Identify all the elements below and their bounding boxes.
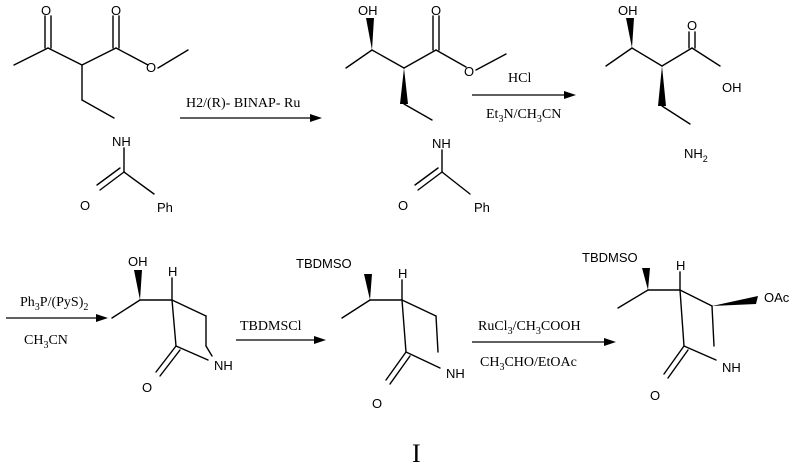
compound-4-azetidinone: OH H NH O	[111, 254, 233, 395]
atom-o: O	[111, 3, 121, 18]
compound-3-aminoacid: OH O OH NH2	[605, 3, 742, 164]
atom-oh: OH	[128, 254, 148, 269]
atom-tbdmso: TBDMSO	[582, 250, 638, 265]
reaction-arrow-2: HCl Et3N/CH3CN	[472, 71, 576, 125]
compound-1-ketoester: O O O NH O Ph	[13, 3, 189, 215]
atom-nh: NH	[722, 360, 741, 375]
atom-oac: OAc	[764, 290, 790, 305]
atom-oh: OH	[358, 3, 378, 18]
reagent-oxidant: RuCl3/CH3COOH	[478, 319, 581, 337]
atom-h: H	[168, 264, 177, 279]
atom-h: H	[676, 258, 685, 273]
compound-2-hydroxyester: OH O O NH O Ph	[345, 3, 507, 215]
atom-o: O	[146, 60, 156, 75]
atom-oh: OH	[722, 80, 742, 95]
atom-nh: NH	[446, 366, 465, 381]
atom-o: O	[650, 388, 660, 403]
reagent-silylation: TBDMSCl	[240, 319, 302, 334]
compound-label: I	[412, 439, 421, 468]
atom-o: O	[464, 64, 474, 79]
atom-oh: OH	[618, 3, 638, 18]
atom-o: O	[41, 3, 51, 18]
reagent-aldehyde-solvent: CH3CHO/EtOAc	[480, 355, 577, 373]
reaction-arrow-1: H2/(R)- BINAP- Ru	[180, 96, 322, 122]
atom-nh2: NH2	[684, 146, 708, 164]
compound-I-acetoxy-azetidinone: TBDMSO H OAc NH O	[582, 250, 790, 403]
compound-5-silyl-azetidinone: TBDMSO H NH O	[296, 256, 465, 411]
atom-nh: NH	[432, 136, 451, 151]
atom-h: H	[398, 266, 407, 281]
reagent-hydrogenation: H2/(R)- BINAP- Ru	[186, 96, 300, 111]
reaction-arrow-3: Ph3P/(PyS)2 CH3CN	[6, 295, 108, 351]
reaction-arrow-5: RuCl3/CH3COOH CH3CHO/EtOAc	[472, 319, 616, 373]
reagent-acid: HCl	[508, 71, 531, 86]
atom-o: O	[431, 3, 441, 18]
atom-nh: NH	[214, 358, 233, 373]
reagent-mitsunobu: Ph3P/(PyS)2	[20, 295, 88, 313]
atom-o: O	[687, 18, 697, 33]
atom-o: O	[372, 396, 382, 411]
reaction-arrow-4: TBDMSCl	[236, 319, 326, 344]
atom-ph: Ph	[474, 200, 490, 215]
atom-tbdmso: TBDMSO	[296, 256, 352, 271]
reagent-base-solvent: Et3N/CH3CN	[486, 107, 561, 125]
reagent-solvent: CH3CN	[24, 333, 68, 351]
atom-o: O	[398, 198, 408, 213]
atom-nh: NH	[112, 134, 131, 149]
atom-o: O	[80, 198, 90, 213]
atom-o: O	[142, 380, 152, 395]
atom-ph: Ph	[157, 200, 173, 215]
